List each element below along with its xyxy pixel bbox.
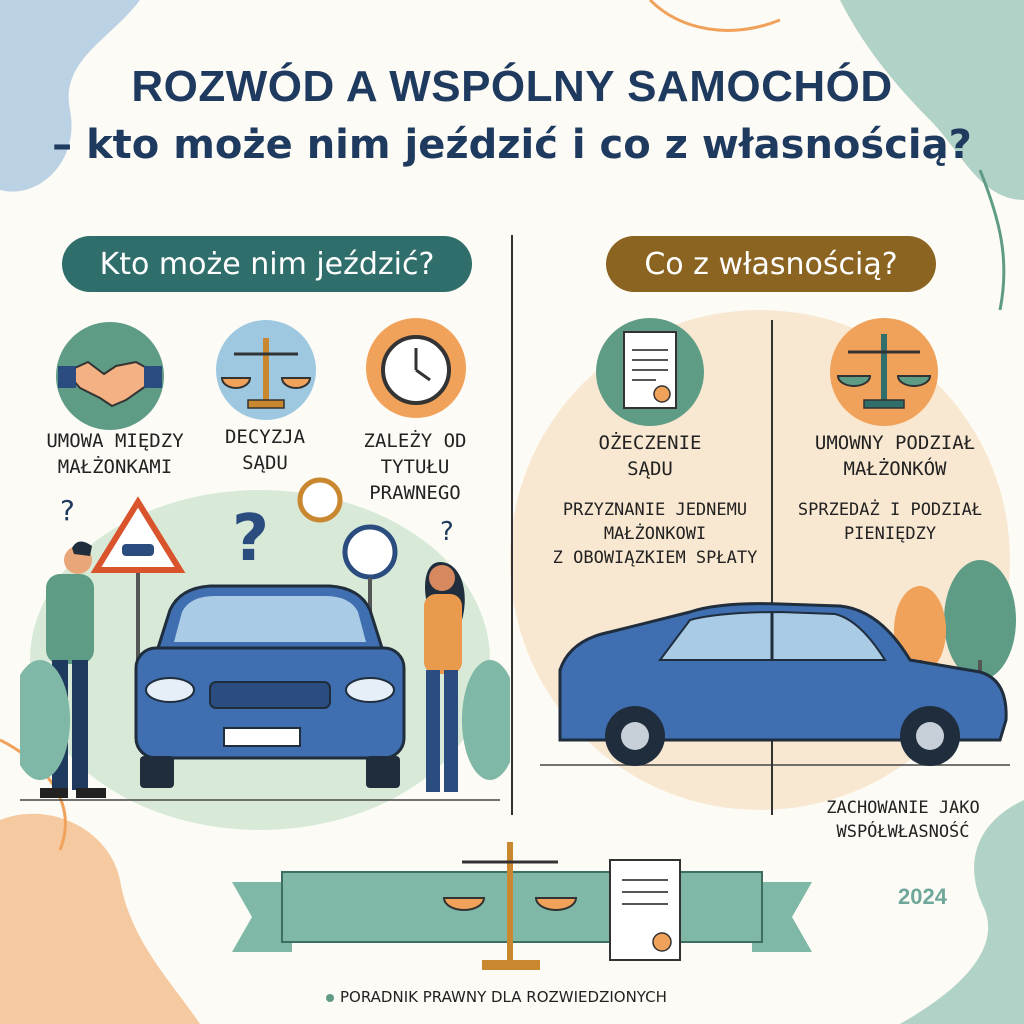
option-tytul-label: ZALEŻY OD TYTUŁU PRAWNEGO <box>363 430 467 504</box>
year-label: 2024 <box>898 884 947 909</box>
right-scene-illustration <box>558 560 1016 766</box>
left-heading: Kto może nim jeździć? <box>62 236 472 292</box>
left-scene-illustration: ? ? ? <box>20 477 510 798</box>
outcome-przyznanie: PRZYZNANIE JEDNEMU MAŁŻONKOWI Z OBOWIĄZK… <box>552 500 758 568</box>
document-icon <box>596 318 704 426</box>
svg-text:?: ? <box>60 494 75 527</box>
option-umowa-label: UMOWA MIĘDZY MAŁŻONKAMI <box>46 430 184 478</box>
title-line-1: ROZWÓD A WSPÓLNY SAMOCHÓD <box>131 62 893 111</box>
bottom-banner <box>232 842 812 970</box>
clock-icon <box>366 318 466 418</box>
svg-text:?: ? <box>440 517 454 547</box>
outcome-wspolwlasnosc: ZACHOWANIE JAKO WSPÓŁWŁASNOŚĆ <box>826 798 980 842</box>
option-decyzja-label: DECYZJA SĄDU <box>224 426 306 474</box>
option-orzeczenie-label: OŻECZENIE SĄDU <box>598 432 702 480</box>
handshake-icon <box>56 322 164 430</box>
footer-text: PORADNIK PRAWNY DLA ROZWIEDZIONYCH <box>340 988 667 1006</box>
outcome-sprzedaz: SPRZEDAŻ I PODZIAŁ PIENIĘDZY <box>797 500 983 544</box>
scales-icon-right <box>830 318 938 426</box>
bullet-dot <box>326 994 334 1002</box>
scales-icon <box>216 320 316 420</box>
svg-text:?: ? <box>232 502 269 576</box>
title-line-2: – kto może nim jeździć i co z własnością… <box>52 122 972 168</box>
option-umowny-podzial-label: UMOWNY PODZIAŁ MAŁŻONKÓW <box>814 432 976 480</box>
right-heading: Co z własnością? <box>606 236 936 292</box>
